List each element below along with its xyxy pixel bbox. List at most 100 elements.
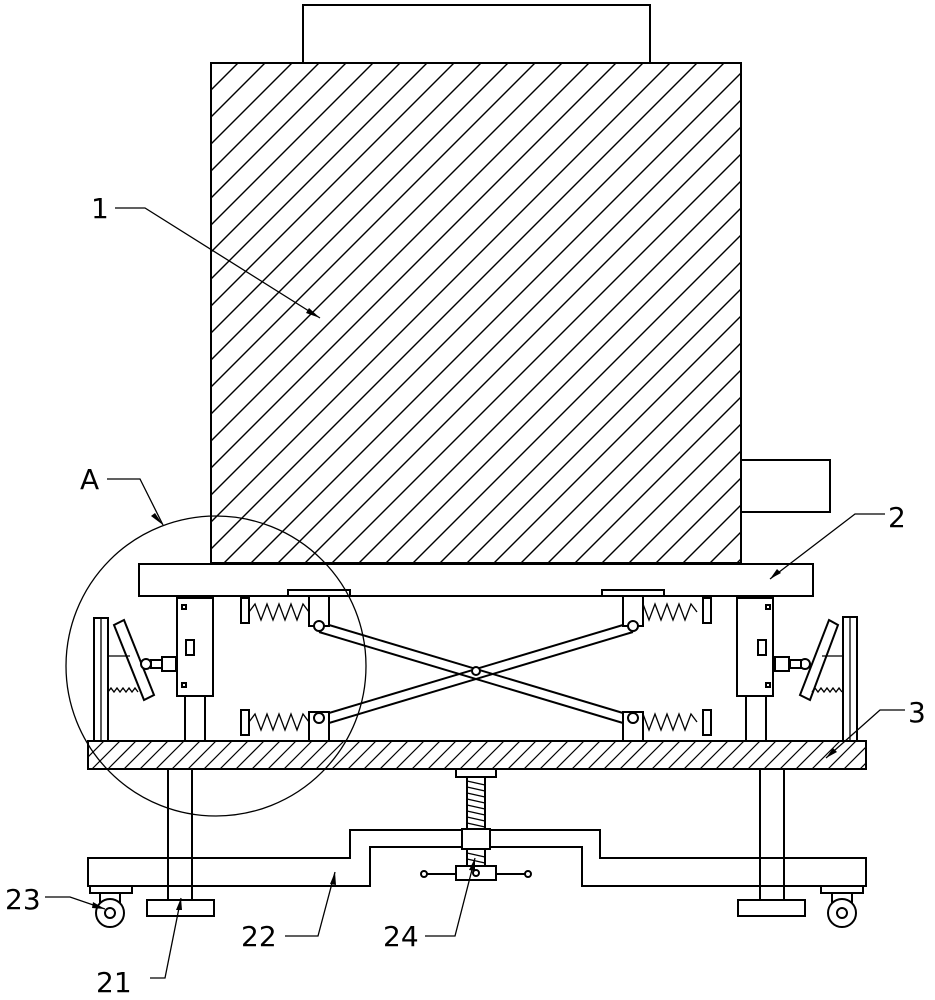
hatch-line (211, 63, 698, 550)
hatch-line (211, 63, 455, 307)
hatch-line (211, 63, 644, 496)
hatch-line (171, 741, 201, 769)
hatch-line (635, 741, 665, 769)
hatch-line (876, 741, 904, 769)
hatch-line (211, 63, 482, 334)
hatch-line (699, 741, 729, 769)
hatch-line (211, 63, 374, 226)
hatch-line (574, 396, 741, 563)
hatch-line (466, 288, 741, 563)
hatch-line (818, 63, 935, 563)
hatch-line (475, 741, 505, 769)
hatch-line (443, 741, 473, 769)
top-cap (302, 4, 651, 64)
hatch-line (250, 72, 741, 563)
hatch-line (251, 741, 281, 769)
hatch-line (843, 746, 866, 769)
hatch-line (235, 741, 265, 769)
left-clamp-assembly (93, 617, 177, 742)
hatch-line (779, 741, 809, 769)
hatch-line (211, 63, 401, 253)
hatch-line (520, 342, 741, 563)
hatch-line (363, 741, 393, 769)
hatch-line (91, 741, 121, 769)
hatch-line (358, 180, 741, 563)
hatch-line (385, 207, 741, 563)
hatch-line (283, 741, 313, 769)
hatch-line (139, 741, 169, 769)
hatch-line (379, 741, 409, 769)
label-3: 3 (908, 696, 926, 729)
hatch-line (211, 63, 428, 280)
right-guide-column (736, 597, 774, 742)
hatch-line (571, 741, 601, 769)
label-1: 1 (91, 192, 109, 225)
label-21: 21 (96, 966, 132, 999)
hatch-line (845, 63, 935, 563)
hatch-line (507, 741, 537, 769)
hatch-line (219, 741, 249, 769)
lead-screw (420, 768, 532, 881)
hatch-line (926, 63, 935, 563)
hatch-line (304, 126, 741, 563)
hatch-line (211, 63, 536, 388)
label-a: A (80, 463, 99, 496)
hatch-line (88, 741, 89, 742)
hatch-line (211, 63, 671, 523)
hatch-line (547, 369, 741, 563)
hatch-line (211, 63, 239, 91)
hatch-line (491, 741, 521, 769)
hatch-line (872, 63, 935, 563)
hatch-line (601, 423, 741, 563)
hatch-line (211, 63, 212, 64)
hatch-line (811, 741, 841, 769)
hatch-line (747, 741, 777, 769)
hatch-line (331, 153, 741, 563)
hatch-line (412, 234, 741, 563)
hatch-line (395, 741, 425, 769)
hatch-line (655, 477, 741, 563)
hatch-line (899, 63, 935, 563)
detail-circle-a (65, 515, 367, 817)
hatch-line (603, 741, 633, 769)
label-23: 23 (5, 883, 41, 916)
hatch-line (439, 261, 741, 563)
hatch-line (267, 741, 297, 769)
right-caster-wheel (820, 885, 864, 928)
wheel-frame (87, 829, 867, 887)
hatch-line (795, 741, 825, 769)
hatch-line (427, 741, 457, 769)
label-2: 2 (888, 501, 906, 534)
hatch-line (211, 63, 590, 442)
hatch-line (315, 741, 345, 769)
left-leg (167, 768, 193, 901)
hatch-line (155, 741, 185, 769)
left-caster-wheel (89, 885, 133, 928)
hatch-line (523, 741, 553, 769)
hatch-line (683, 741, 713, 769)
right-leg (759, 768, 785, 901)
hatch-line (587, 741, 617, 769)
hatch-line (211, 63, 347, 199)
hatch-line (651, 741, 681, 769)
hatch-line (107, 741, 137, 769)
hatch-line (211, 63, 509, 361)
hatch-line (763, 741, 793, 769)
right-foot-pad (737, 899, 806, 917)
main-body (210, 62, 935, 564)
hatch-line (299, 741, 329, 769)
hatch-line (223, 63, 725, 563)
hatch-line (493, 315, 741, 563)
hatch-line (203, 741, 233, 769)
leader-lines (45, 207, 905, 979)
hatch-line (731, 741, 761, 769)
right-clamp-assembly (774, 616, 858, 742)
hatch-line (459, 741, 489, 769)
hatch-line (555, 741, 585, 769)
hatch-line (619, 741, 649, 769)
hatch-line (667, 741, 697, 769)
scissor-mechanism (240, 589, 712, 748)
side-box (740, 459, 831, 513)
